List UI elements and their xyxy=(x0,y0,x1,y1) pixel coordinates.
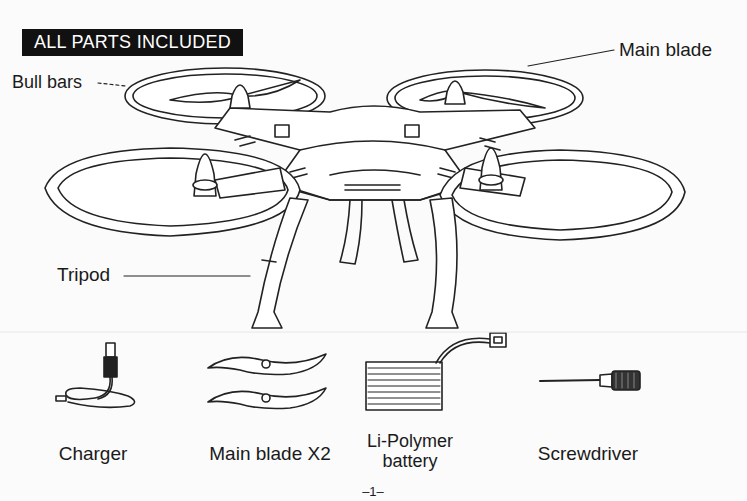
leader-line xyxy=(98,83,126,86)
part-name: Main blade X2 xyxy=(209,444,330,465)
battery-drawing xyxy=(366,333,506,410)
screwdriver-drawing xyxy=(540,371,640,390)
drone-body xyxy=(215,106,535,200)
page-number: –1– xyxy=(362,485,384,499)
main-blade-drawing xyxy=(208,354,326,409)
tripod xyxy=(252,198,308,328)
part-name: Screwdriver xyxy=(538,444,638,465)
section-banner: ALL PARTS INCLUDED xyxy=(22,29,243,56)
tripod xyxy=(426,198,458,328)
charger-drawing xyxy=(56,343,135,407)
bull-bar xyxy=(45,148,300,236)
part-name: Main blade xyxy=(619,40,712,61)
part-name: Bull bars xyxy=(12,73,82,93)
leader-line xyxy=(528,50,614,66)
leader-line xyxy=(124,275,250,276)
part-name: Tripod xyxy=(57,265,110,286)
part-name: Charger xyxy=(59,444,128,465)
bull-bar xyxy=(440,150,685,240)
part-name: Li-Polymer battery xyxy=(355,432,465,472)
